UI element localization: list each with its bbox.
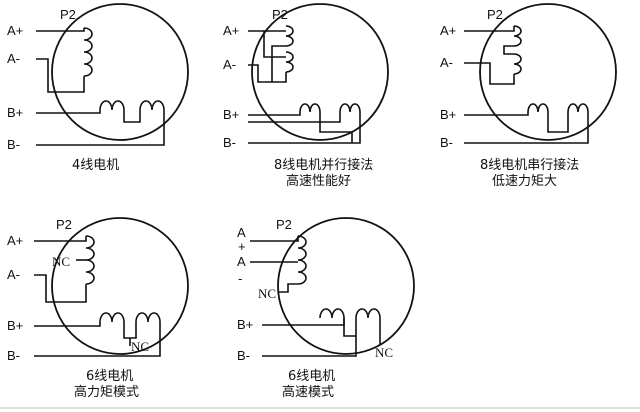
wire-b-minus xyxy=(262,336,357,357)
motor-circle xyxy=(251,3,389,141)
motor-circle xyxy=(51,3,189,141)
wire-b-minus xyxy=(36,110,165,146)
terminal-b-plus: B+ xyxy=(223,107,239,122)
terminal-a-minus: A- xyxy=(7,51,20,66)
wire-b-series-link xyxy=(547,112,569,133)
wire-b-center xyxy=(123,110,141,123)
pole-label-p2: P2 xyxy=(60,7,76,22)
wire-a-minus-nc xyxy=(278,283,298,293)
coil-b xyxy=(99,312,161,323)
terminal-a-center: A xyxy=(237,254,246,269)
caption-line-1: 8线电机串行接法 xyxy=(480,157,579,173)
coil-a xyxy=(85,235,95,285)
wire-a-minus xyxy=(36,58,85,93)
terminal-b-minus: B- xyxy=(7,137,20,152)
pole-label-p2: P2 xyxy=(487,7,503,22)
nc-label-b: NC xyxy=(131,339,149,354)
wire-b-minus xyxy=(248,112,361,144)
wire-b-center xyxy=(343,318,357,337)
terminal-a-plus-sign: + xyxy=(238,239,246,254)
motor-circle xyxy=(479,3,617,141)
terminal-b-plus: B+ xyxy=(7,318,23,333)
panel-6-wire-high-torque: P2 A+ A- B+ B- NC NC 6线电机 高力矩模式 xyxy=(7,217,189,400)
wire-b-plus xyxy=(464,112,529,116)
wire-a-bridge xyxy=(263,31,286,58)
wire-b-minus xyxy=(34,322,161,357)
wire-b-plus xyxy=(34,322,101,327)
wire-a-plus xyxy=(250,236,299,242)
terminal-b-minus: B- xyxy=(440,135,453,150)
nc-label-a: NC xyxy=(258,286,276,301)
caption-line-1: 6线电机 xyxy=(288,369,335,384)
coil-a xyxy=(513,25,522,75)
coil-b xyxy=(319,308,381,319)
terminal-b-minus: B- xyxy=(7,348,20,363)
caption-line-2: 高速模式 xyxy=(282,384,334,400)
wire-b-plus xyxy=(248,112,341,123)
terminal-b-minus: B- xyxy=(237,348,250,363)
wire-b-minus xyxy=(464,112,589,144)
coil-a xyxy=(285,25,294,73)
nc-label-a: NC xyxy=(52,254,70,269)
coil-a xyxy=(83,27,93,77)
coil-b xyxy=(299,103,361,113)
coil-a xyxy=(297,235,307,285)
panel-8-wire-series: P2 A+ A- B+ B- 8线电机串行接法 低速力矩大 xyxy=(440,3,617,189)
wire-a-minus xyxy=(34,274,87,303)
terminal-a-plus: A+ xyxy=(440,23,456,38)
pole-label-p2: P2 xyxy=(272,7,288,22)
wire-b-plus xyxy=(36,110,101,114)
terminal-a-minus: A- xyxy=(223,57,236,72)
terminal-b-plus: B+ xyxy=(7,105,23,120)
panel-6-wire-high-speed: P2 A + A - B+ B- NC NC 6线电机 高速模式 xyxy=(237,217,415,400)
caption-line-2: 高速性能好 xyxy=(286,173,351,189)
caption-line-2: 高力矩模式 xyxy=(74,384,139,400)
terminal-b-plus: B+ xyxy=(237,317,253,332)
nc-label-b: NC xyxy=(375,345,393,360)
motor-circle xyxy=(51,217,189,355)
coil-b xyxy=(99,100,165,111)
wire-a-series-link xyxy=(503,45,514,55)
panel-4-wire: P2 A+ A- B+ B- 4线电机 xyxy=(7,3,189,173)
terminal-a-minus-sign: - xyxy=(238,271,242,286)
motor-circle xyxy=(277,217,415,355)
pole-label-p2: P2 xyxy=(56,217,72,232)
wire-a-plus xyxy=(464,26,515,32)
terminal-a-plus: A+ xyxy=(7,233,23,248)
caption-line-1: 6线电机 xyxy=(86,369,133,384)
wire-a-minus xyxy=(248,45,287,83)
caption-line-1: 8线电机并行接法 xyxy=(274,157,373,173)
coil-b xyxy=(527,103,589,113)
caption-line-1: 4线电机 xyxy=(72,158,119,173)
wire-b-plus xyxy=(262,318,345,326)
terminal-b-minus: B- xyxy=(223,135,236,150)
terminal-a-minus: A- xyxy=(440,55,453,70)
terminal-a-minus: A- xyxy=(7,267,20,282)
caption-line-2: 低速力矩大 xyxy=(492,174,557,189)
wire-a-minus xyxy=(464,62,515,85)
terminal-b-plus: B+ xyxy=(440,107,456,122)
pole-label-p2: P2 xyxy=(276,217,292,232)
wire-a-plus xyxy=(34,236,87,242)
terminal-a-plus: A+ xyxy=(7,23,23,38)
panel-8-wire-parallel: P2 A+ A- B+ B- 8线电机并行接法 高速性能好 xyxy=(223,3,389,189)
terminal-a-plus: A+ xyxy=(223,23,239,38)
wire-a-plus xyxy=(36,28,85,32)
terminal-a: A xyxy=(237,225,246,240)
wire-b-center-nc xyxy=(123,322,137,346)
